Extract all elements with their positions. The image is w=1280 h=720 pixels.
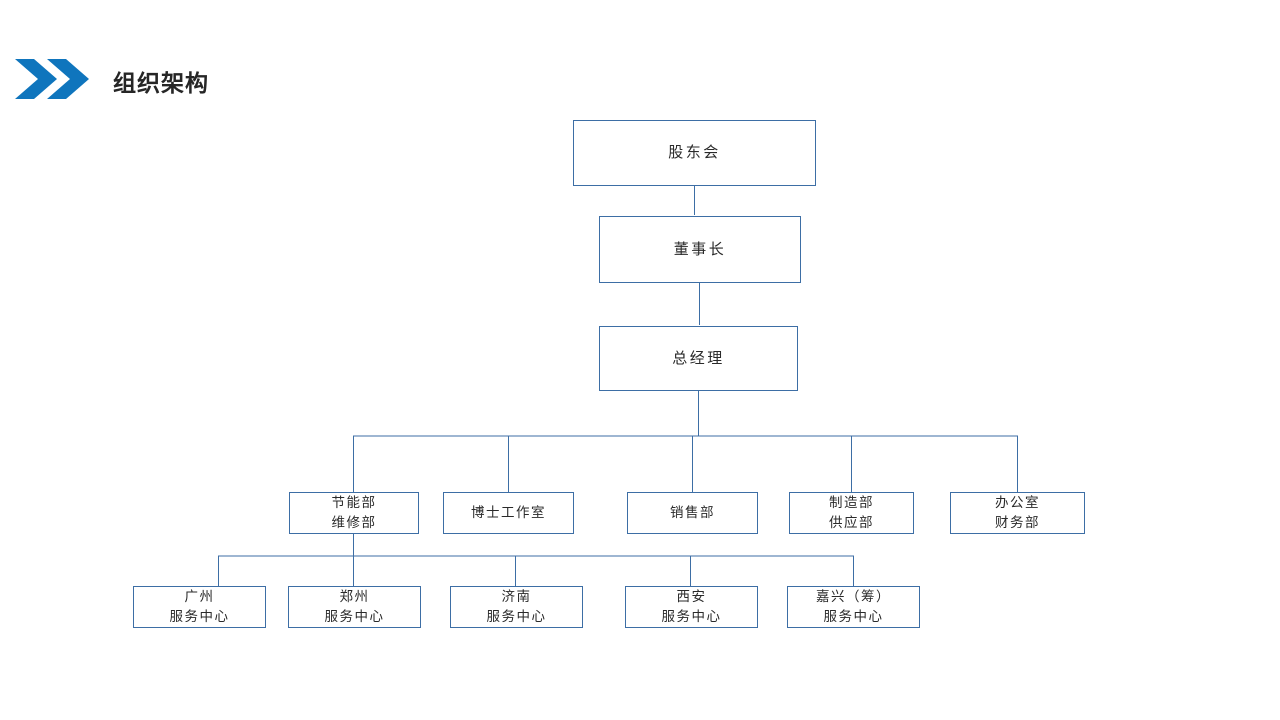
org-node-label-line1: 办公室 (995, 495, 1040, 511)
org-node-center-xian[interactable]: 西安 服务中心 (625, 586, 758, 628)
org-node-shareholders[interactable]: 股东会 (573, 120, 816, 186)
org-node-dept-office-finance[interactable]: 办公室 财务部 (950, 492, 1085, 534)
org-node-label-line1: 济南 (501, 589, 532, 605)
org-node-label-line1: 销售部 (670, 505, 715, 521)
org-node-label-line1: 节能部 (331, 495, 377, 511)
slide-header: 组织架构 (0, 0, 1280, 120)
org-node-label-line2: 服务中心 (486, 609, 547, 624)
org-node-dept-sales[interactable]: 销售部 (627, 492, 758, 534)
org-node-label-line1: 西安 (676, 589, 707, 605)
org-node-label-line1: 嘉兴（筹） (816, 589, 891, 605)
org-node-label-line2: 服务中心 (823, 609, 884, 624)
org-node-label: 股东会 (668, 144, 721, 162)
org-node-label-line1: 制造部 (829, 495, 874, 511)
org-node-center-zhengzhou[interactable]: 郑州 服务中心 (288, 586, 421, 628)
double-chevron-right-icon (14, 57, 92, 101)
org-node-label: 总经理 (672, 349, 725, 367)
org-node-dept-energy-maintenance[interactable]: 节能部 维修部 (289, 492, 419, 534)
org-node-center-guangzhou[interactable]: 广州 服务中心 (133, 586, 266, 628)
org-node-label-line2: 服务中心 (661, 609, 722, 624)
org-node-general-manager[interactable]: 总经理 (599, 326, 798, 391)
page-title: 组织架构 (113, 70, 209, 96)
org-node-label-line1: 广州 (184, 589, 215, 605)
org-node-dept-doctoral-studio[interactable]: 博士工作室 (443, 492, 574, 534)
org-node-center-jiaxing[interactable]: 嘉兴（筹） 服务中心 (787, 586, 920, 628)
org-node-label-line2: 服务中心 (169, 609, 230, 624)
org-node-label-line2: 服务中心 (324, 609, 385, 624)
org-node-label-line1: 博士工作室 (471, 505, 546, 521)
org-node-label-line1: 郑州 (339, 589, 370, 605)
org-node-label: 董事长 (673, 240, 727, 258)
org-node-chairman[interactable]: 董事长 (599, 216, 801, 283)
org-node-label-line2: 维修部 (331, 515, 377, 530)
org-node-label-line2: 供应部 (829, 515, 874, 530)
org-node-center-jinan[interactable]: 济南 服务中心 (450, 586, 583, 628)
org-node-dept-manufacturing-supply[interactable]: 制造部 供应部 (789, 492, 914, 534)
org-node-label-line2: 财务部 (995, 515, 1040, 530)
